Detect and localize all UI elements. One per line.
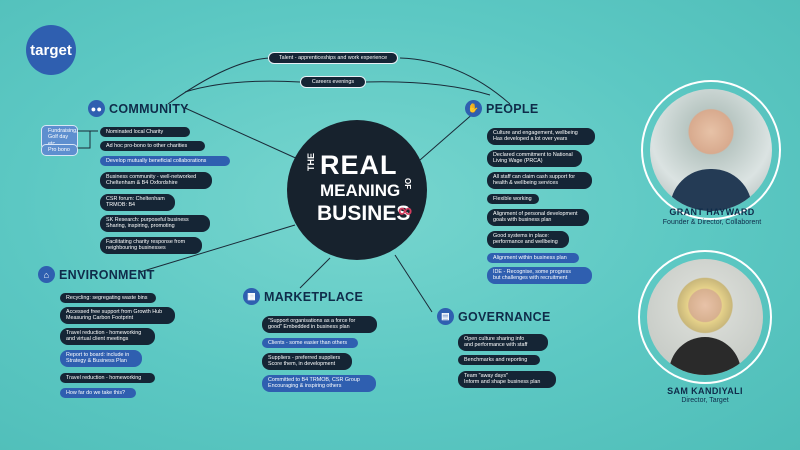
people-group-icon: ●● xyxy=(88,100,105,117)
people-item: Culture and engagement, wellbeing Has de… xyxy=(487,128,595,145)
speaker-video-grant xyxy=(641,80,781,220)
marketplace-item: Clients - some easier than others xyxy=(262,338,358,349)
handshake-icon: ✋ xyxy=(465,100,482,117)
governance-item: Benchmarks and reporting xyxy=(458,355,540,366)
speaker-role: Founder & Director, Collaborent xyxy=(662,219,762,226)
community-item: Nominated local Charity xyxy=(100,127,190,138)
governance-title: GOVERNANCE xyxy=(458,309,551,324)
people-item: Declared commitment to National Living W… xyxy=(487,150,582,167)
marketplace-heading: ▦ MARKETPLACE xyxy=(243,288,363,305)
people-title: PEOPLE xyxy=(486,101,539,116)
people-item: Alignment of personal development goals … xyxy=(487,209,589,226)
house-leaf-icon: ⌂ xyxy=(38,266,55,283)
environment-item: Report to board: include in Strategy & B… xyxy=(60,350,142,367)
speaker-role: Director, Target xyxy=(681,397,729,404)
marketplace-item: "Support organisations as a force for go… xyxy=(262,316,377,333)
community-item: Ad hoc pro-bono to other charities xyxy=(100,141,205,152)
community-item: CSR forum: Cheltenham TRMOB: B4 xyxy=(100,194,175,211)
community-item: Facilitating charity response from neigh… xyxy=(100,237,202,254)
center-circle: THE REAL MEANING OF BUSINES ∞ xyxy=(287,120,427,260)
environment-item: Accessed free support from Growth Hub Me… xyxy=(60,307,175,324)
people-item: Good systems in place: performance and w… xyxy=(487,231,569,248)
speaker-portrait-grant xyxy=(650,89,772,211)
governance-item: Team "away days" Inform and shape busine… xyxy=(458,371,556,388)
community-item: Develop mutually beneficial collaboratio… xyxy=(100,156,230,167)
environment-heading: ⌂ ENVIRONMENT xyxy=(38,266,155,283)
people-item: Alignment within business plan xyxy=(487,253,579,264)
community-item: SK Research: purposeful business Sharing… xyxy=(100,215,210,232)
people-item: Flexible working xyxy=(487,194,539,205)
marketplace-item: Suppliers - preferred suppliers Score th… xyxy=(262,353,352,370)
center-meaning: MEANING xyxy=(320,181,401,200)
speaker-portrait-sam xyxy=(647,259,763,375)
people-item: All staff can claim cash support for hea… xyxy=(487,172,592,189)
community-title: COMMUNITY xyxy=(109,101,189,116)
marketplace-item: Committed to B4 TRMOB, CSR Group Encoura… xyxy=(262,375,376,392)
environment-item: Travel reduction - homeworking and virtu… xyxy=(60,328,155,345)
heart-icon: ∞ xyxy=(398,200,413,222)
environment-title: ENVIRONMENT xyxy=(59,267,155,282)
speaker-name: GRANT HAYWARD xyxy=(669,207,755,217)
community-heading: ●● COMMUNITY xyxy=(88,100,189,117)
environment-item: Recycling: segregating waste bins xyxy=(60,293,156,304)
community-side-note: Pro bono xyxy=(41,144,78,157)
careers-bubble: Careers evenings xyxy=(300,76,366,89)
center-of: OF xyxy=(403,178,412,190)
marketplace-title: MARKETPLACE xyxy=(264,289,364,304)
community-item: Business community - well-networked Chel… xyxy=(100,172,212,189)
center-business: BUSINES xyxy=(317,202,411,225)
building-icon: ▦ xyxy=(243,288,260,305)
people-item: IDE - Recognise, some progress but chall… xyxy=(487,267,592,284)
governance-item: Open culture sharing info and performanc… xyxy=(458,334,548,351)
people-heading: ✋ PEOPLE xyxy=(465,100,539,117)
talent-bubble: Talent - apprenticeships and work experi… xyxy=(268,52,398,65)
center-the: THE xyxy=(306,153,316,171)
center-real: REAL xyxy=(320,150,398,180)
governance-heading: ▤ GOVERNANCE xyxy=(437,308,551,325)
environment-item: Travel reduction - homeworking xyxy=(60,373,155,384)
clipboard-icon: ▤ xyxy=(437,308,454,325)
target-logo: target xyxy=(26,25,76,75)
speaker-video-sam xyxy=(638,250,772,384)
environment-item: How far do we take this? xyxy=(60,388,136,399)
speaker-name: SAM KANDIYALI xyxy=(667,386,743,396)
